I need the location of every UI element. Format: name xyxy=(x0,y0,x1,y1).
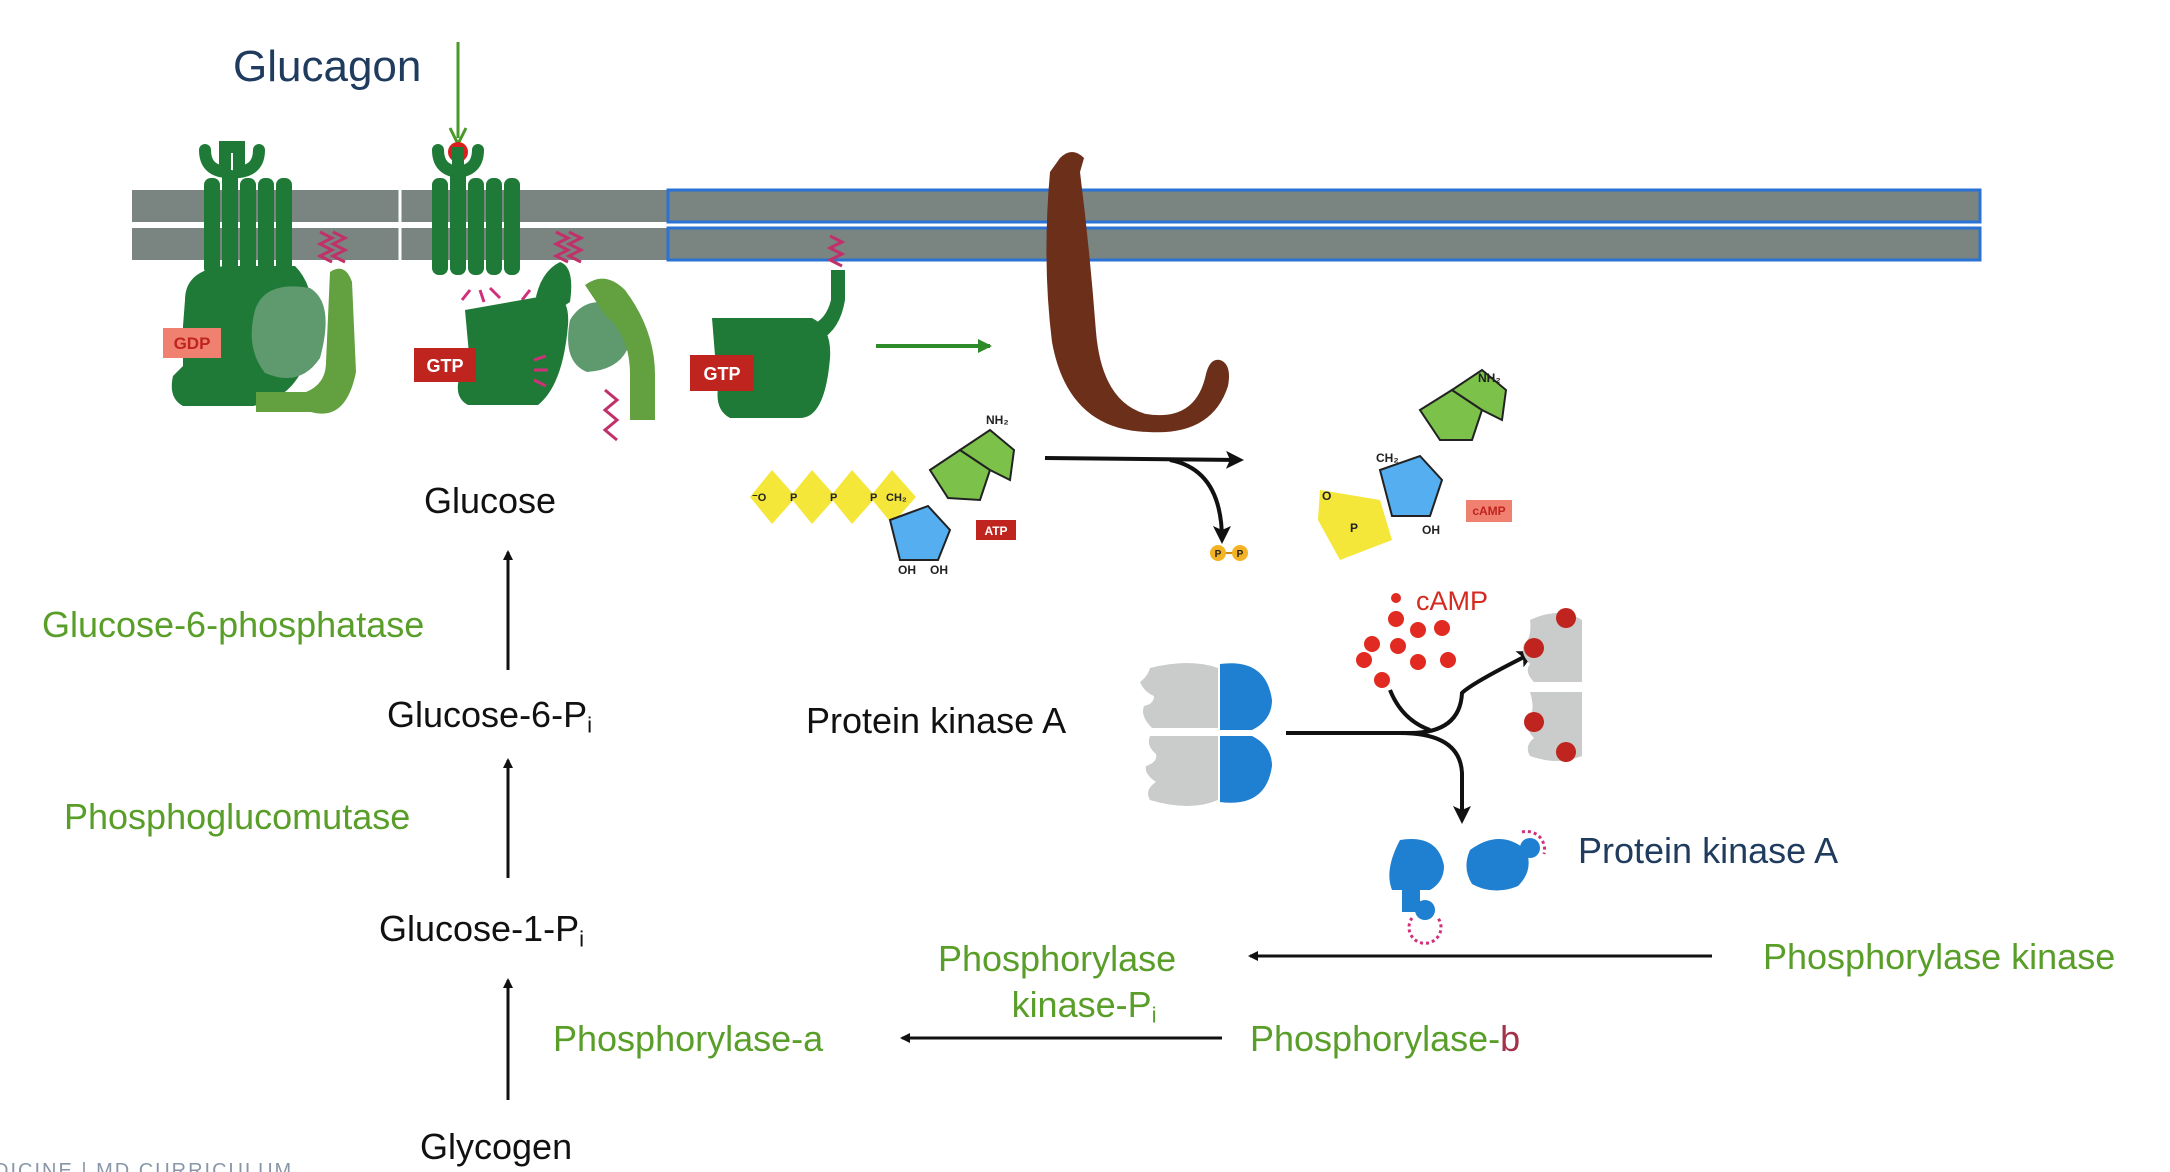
phosphorylase-a-label: Phosphorylase-a xyxy=(553,1018,824,1059)
atom-label: P xyxy=(830,492,837,504)
camp-label: cAMP xyxy=(1416,586,1489,616)
byproduct-arrow xyxy=(1169,458,1231,544)
atom-label: P xyxy=(1215,549,1222,560)
g-protein-alpha-gtp-icon: GTP xyxy=(414,262,572,405)
atom-label: NH₂ xyxy=(1478,371,1501,385)
subscript: i xyxy=(1151,1002,1157,1028)
phosphorylase-b-suffix: b xyxy=(1500,1018,1521,1059)
atom-label: CH₂ xyxy=(886,492,907,504)
phk-p-line1: Phosphorylase xyxy=(938,938,1177,979)
gdp-tag: GDP xyxy=(174,334,211,353)
atom-label: P xyxy=(1350,521,1358,535)
glucagon-receptor-icon xyxy=(199,141,349,275)
atom-label: P xyxy=(790,492,797,504)
g-alpha-gtp-active-icon: GTP xyxy=(690,234,846,418)
glucose-label: Glucose xyxy=(424,480,557,521)
g-protein-beta-gamma-icon xyxy=(568,278,655,442)
camp-dot-icon xyxy=(1356,593,1456,688)
phk-p-line2: kinase-P xyxy=(1011,984,1152,1025)
atom-label: CH₂ xyxy=(1376,451,1399,465)
atom-label: OH xyxy=(898,563,916,577)
pka-regulatory-camp-bound-icon xyxy=(1522,608,1582,762)
protein-kinase-a-active-label: Protein kinase A xyxy=(1578,830,1839,871)
atom-label: OH xyxy=(1422,523,1440,537)
gtp-tag: GTP xyxy=(703,364,740,384)
phosphoglucomutase-label: Phosphoglucomutase xyxy=(64,796,411,837)
g-protein-icon: GDP xyxy=(163,266,356,414)
glucose-1-p-text: Glucose-1-P xyxy=(379,908,580,949)
phk-p-line2-wrap: kinase-Pi xyxy=(958,984,1157,1028)
atom-label: O xyxy=(1322,489,1331,503)
glucose-1-p-label: Glucose-1-Pi xyxy=(379,908,584,953)
glucagon-receptor-active-icon xyxy=(432,144,585,303)
pyrophosphate-icon: P P xyxy=(1210,545,1248,561)
footer-text: DICINE | MD CURRICULUM xyxy=(0,1160,294,1172)
reaction-arrow xyxy=(1044,450,1244,469)
subscript: i xyxy=(579,926,585,952)
pka-catalytic-subunit-icon xyxy=(1389,829,1547,945)
glucagon-binding-arrow xyxy=(448,42,468,162)
atom-label: NH₂ xyxy=(986,413,1009,427)
glucose-6-phosphatase-label: Glucose-6-phosphatase xyxy=(42,604,425,645)
atp-tag: ATP xyxy=(984,524,1007,538)
phosphorylase-kinase-p-label: Phosphorylase kinase-Pi xyxy=(938,936,1176,1039)
protein-kinase-a-label: Protein kinase A xyxy=(806,700,1067,741)
atom-label: OH xyxy=(930,563,948,577)
adenylyl-cyclase-icon xyxy=(1046,152,1229,433)
atom-label: ⁻O xyxy=(752,492,767,504)
pka-activation-arrow xyxy=(1286,651,1536,735)
camp-tag: cAMP xyxy=(1472,504,1505,518)
glucose-6-p-text: Glucose-6-P xyxy=(387,694,588,735)
glucose-6-p-label: Glucose-6-Pi xyxy=(387,694,592,739)
phosphorylase-b-main: Phosphorylase- xyxy=(1250,1018,1501,1059)
atp-molecule-icon: ⁻O P P P CH₂ NH₂ OH OH ATP xyxy=(750,413,1016,577)
glucagon-label: Glucagon xyxy=(233,42,422,91)
phosphorylase-b-label: Phosphorylase-b xyxy=(1250,1018,1520,1060)
camp-binding-arrow xyxy=(1388,689,1431,732)
subscript: i xyxy=(587,712,593,738)
glycogen-label: Glycogen xyxy=(420,1126,573,1167)
pka-release-arrow xyxy=(1399,731,1471,824)
atom-label: P xyxy=(870,492,877,504)
atom-label: P xyxy=(1237,549,1244,560)
gtp-tag: GTP xyxy=(426,356,463,376)
phosphorylase-kinase-label: Phosphorylase kinase xyxy=(1763,936,2116,977)
protein-kinase-a-icon xyxy=(1140,663,1272,806)
camp-molecule-icon: NH₂ CH₂ P OH O cAMP xyxy=(1318,368,1512,560)
